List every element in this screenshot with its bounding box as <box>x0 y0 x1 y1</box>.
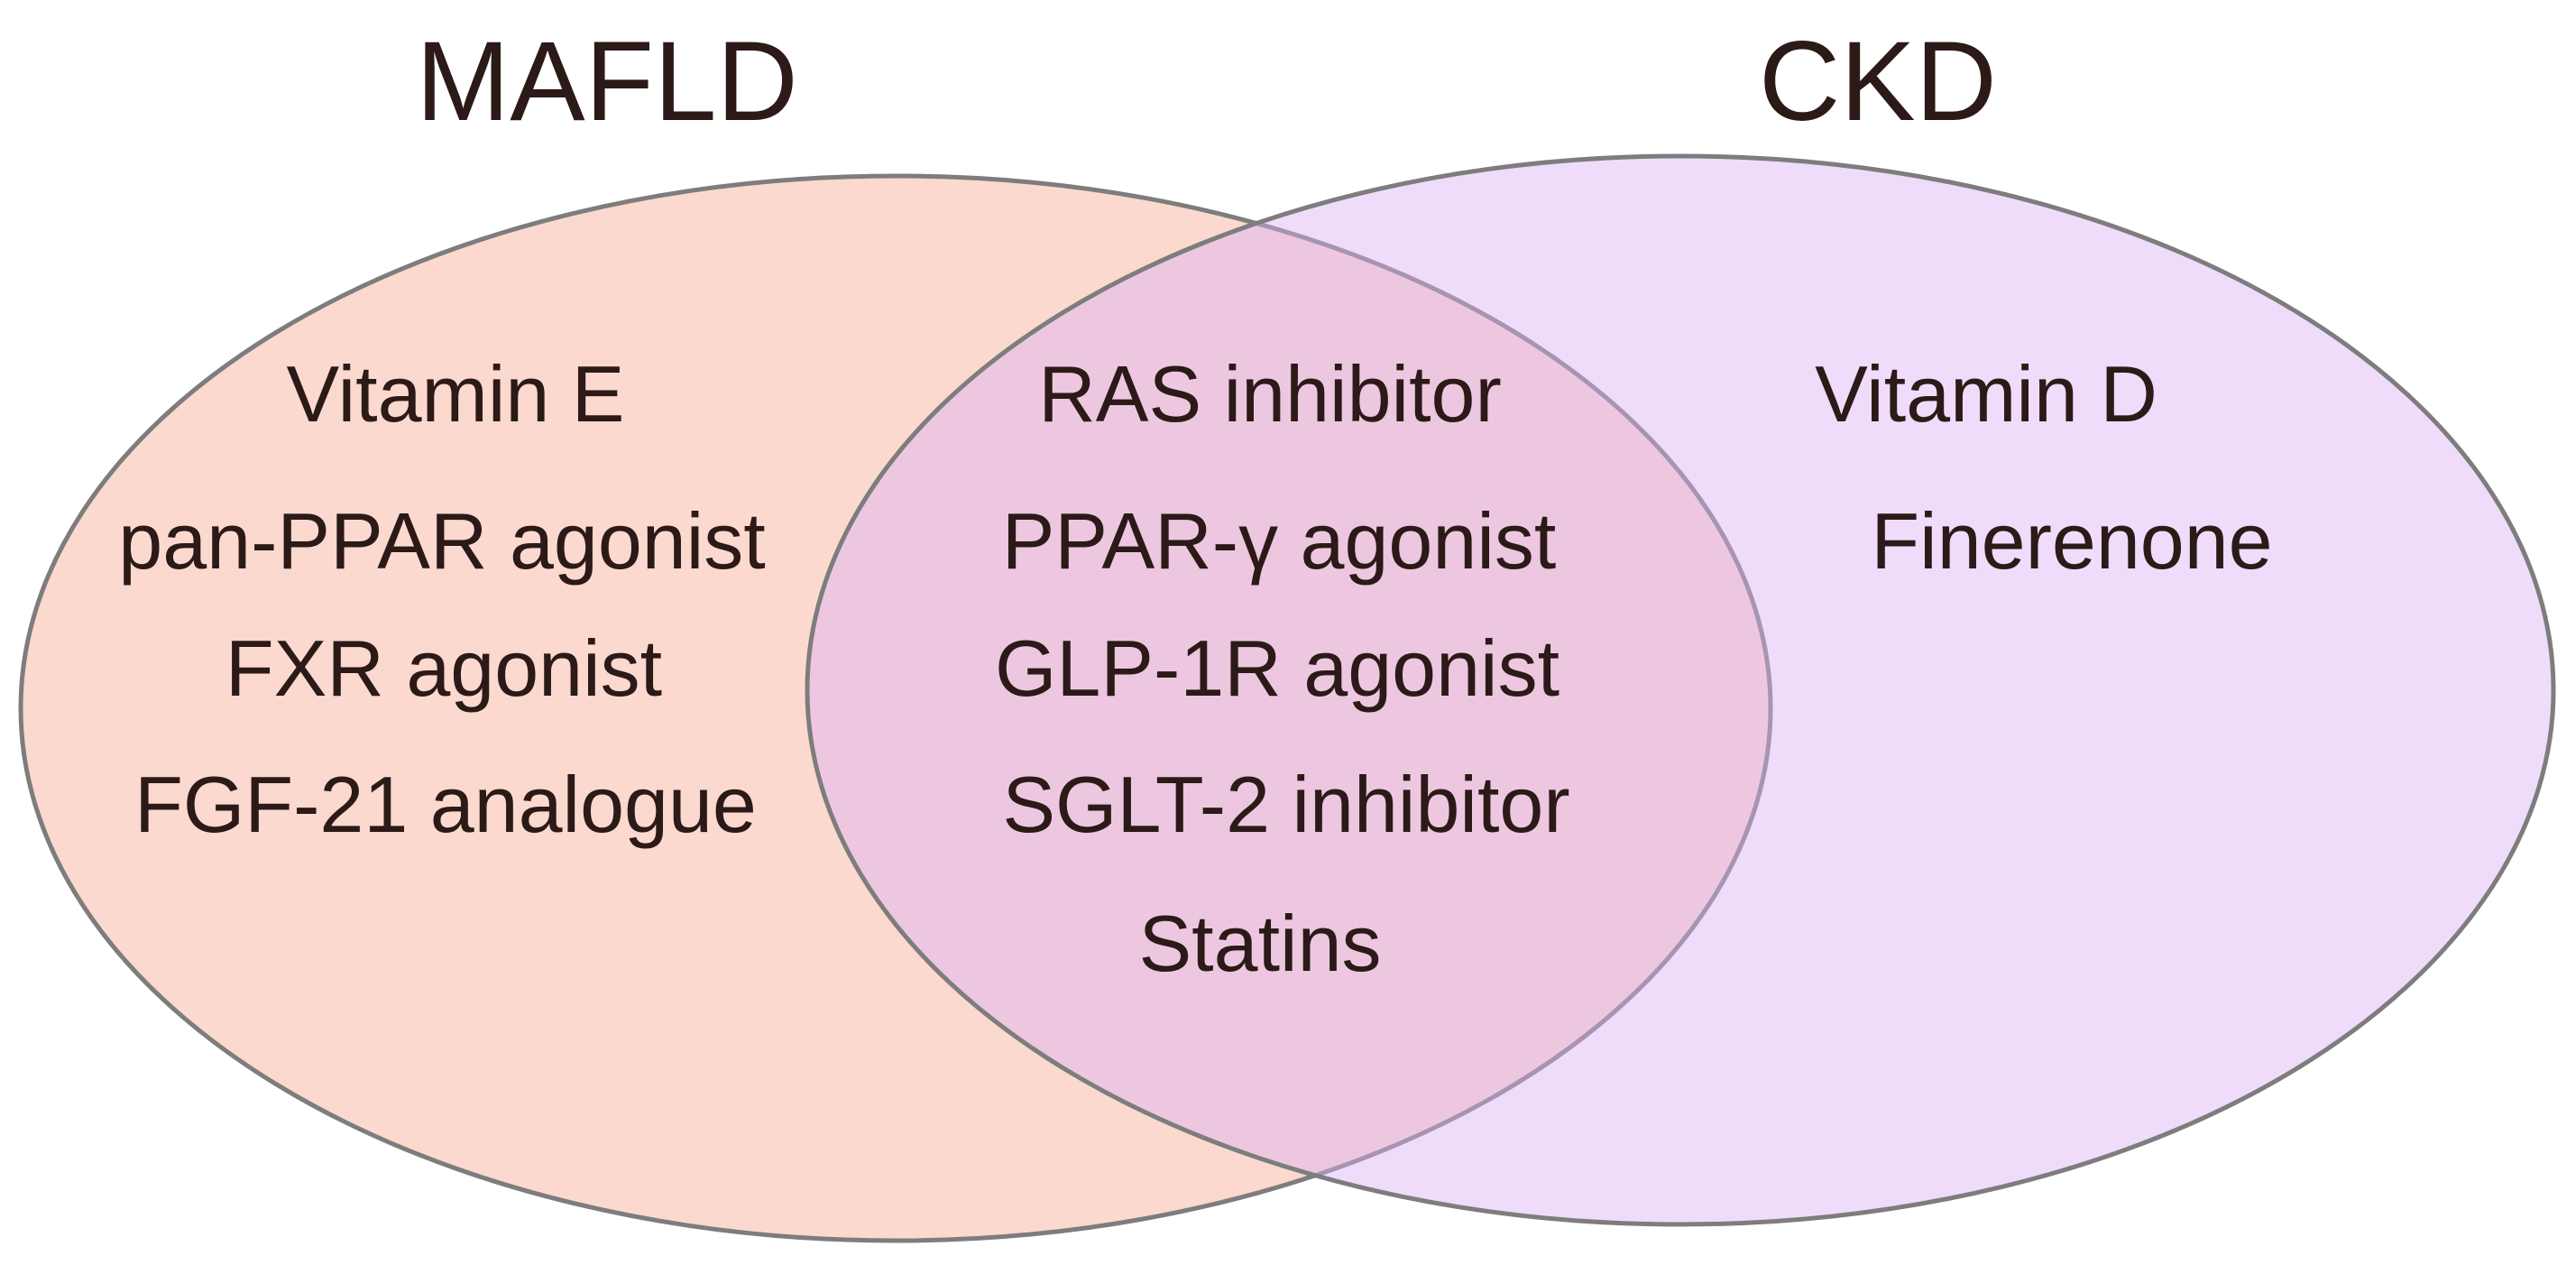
overlap-item: RAS inhibitor <box>1038 349 1502 439</box>
mafld-only-items: Vitamin E pan-PPAR agonist FXR agonist F… <box>118 349 765 849</box>
mafld-item: FGF-21 analogue <box>134 760 757 849</box>
ckd-ellipse <box>805 153 2556 1227</box>
mafld-ellipse <box>18 173 1773 1243</box>
ckd-item: Finerenone <box>1871 496 2272 586</box>
overlap-items: RAS inhibitor PPAR-γ agonist GLP-1R agon… <box>995 349 1570 988</box>
mafld-title: MAFLD <box>416 19 798 144</box>
overlap-item: SGLT-2 inhibitor <box>1002 760 1569 849</box>
ckd-item: Vitamin D <box>1815 349 2157 439</box>
overlap-item: PPAR-γ agonist <box>1002 496 1557 586</box>
mafld-item: FXR agonist <box>225 623 662 713</box>
mafld-item: pan-PPAR agonist <box>118 496 765 586</box>
overlap-item: GLP-1R agonist <box>995 623 1559 713</box>
ckd-only-items: Vitamin D Finerenone <box>1815 349 2273 586</box>
overlap-item: Statins <box>1138 899 1381 988</box>
ckd-title: CKD <box>1759 19 1997 144</box>
mafld-item: Vitamin E <box>287 349 625 439</box>
